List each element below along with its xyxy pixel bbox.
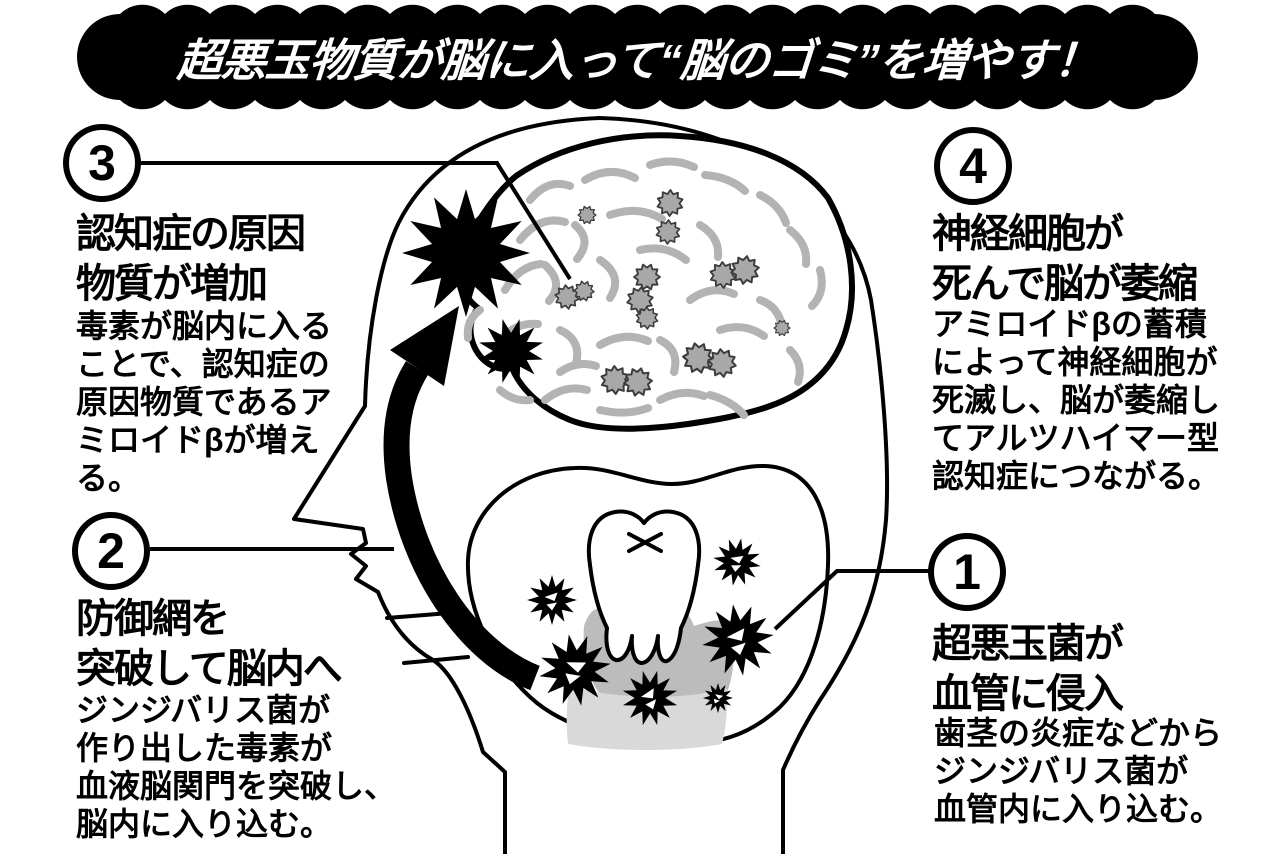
step-2-heading: 防御網を 突破して脳内へ (76, 594, 343, 694)
brain (402, 132, 855, 432)
step-number: 3 (88, 135, 116, 191)
toxin-flow-arrow (383, 306, 541, 691)
body-line: 死滅し、脳が萎縮し (932, 382, 1221, 418)
step-1-heading: 超悪玉菌が 血管に侵入 (932, 619, 1124, 719)
heading-line: 突破して脳内へ (76, 647, 343, 691)
step-1-body: 歯茎の炎症などから ジンジバリス菌が 血管内に入り込む。 (934, 714, 1222, 828)
leader-lines (140, 161, 929, 631)
leader-line-3 (140, 161, 572, 281)
mouth-cross-section (465, 463, 831, 750)
step-number: 4 (959, 138, 987, 194)
body-line: 作り出した毒素が (76, 730, 333, 766)
heading-line: 超悪玉菌が (932, 622, 1124, 666)
body-line: 血管内に入り込む。 (934, 791, 1223, 827)
step-number: 1 (953, 544, 981, 600)
step-circle-3: 3 (63, 124, 141, 202)
heading-line: 血管に侵入 (932, 672, 1124, 716)
body-line: 認知症につながる。 (932, 458, 1221, 494)
step-3-heading: 認知症の原因 物質が増加 (76, 209, 306, 309)
heading-line: 物質が増加 (76, 262, 268, 306)
body-line: 脳内に入り込む。 (76, 806, 333, 842)
banner-scalloped-background (77, 4, 1198, 110)
step-circle-2: 2 (72, 512, 150, 590)
body-line: る。 (76, 460, 141, 496)
body-line: ジンジバリス菌が (76, 692, 331, 728)
step-circle-1: 1 (928, 533, 1006, 611)
body-line: によって神経細胞が (932, 344, 1218, 380)
body-line: てアルツハイマー型 (932, 420, 1220, 456)
step-2-body: ジンジバリス菌が 作り出した毒素が 血液脳関門を突破し、 脳内に入り込む。 (76, 691, 396, 843)
step-3-body: 毒素が脳内に入る ことで、認知症の 原因物質であるア ミロイドβが増え る。 (76, 307, 332, 497)
step-number: 2 (97, 523, 125, 579)
heading-line: 死んで脳が萎縮 (932, 262, 1198, 306)
brain-gyri (463, 157, 826, 419)
body-line: ミロイドβが増え (76, 422, 320, 458)
body-line: 原因物質であるア (76, 384, 332, 420)
heading-line: 神経細胞が (932, 212, 1124, 256)
body-line: 毒素が脳内に入る (76, 308, 333, 344)
heading-line: 認知症の原因 (76, 212, 306, 256)
step-circle-4: 4 (934, 127, 1012, 205)
step-4-heading: 神経細胞が 死んで脳が萎縮 (932, 209, 1198, 309)
leader-line-1 (773, 569, 929, 631)
tooth-icon (586, 509, 702, 665)
body-line: ジンジバリス菌が (934, 753, 1189, 789)
body-line: 血液脳関門を突破し、 (76, 768, 397, 804)
body-line: 歯茎の炎症などから (934, 715, 1223, 751)
body-line: ことで、認知症の (76, 346, 330, 382)
body-line: アミロイドβの蓄積 (932, 306, 1207, 342)
tooth-x-mark (627, 532, 663, 553)
heading-line: 防御網を (76, 597, 230, 641)
step-4-body: アミロイドβの蓄積 によって神経細胞が 死滅し、脳が萎縮し てアルツハイマー型 … (932, 305, 1220, 495)
